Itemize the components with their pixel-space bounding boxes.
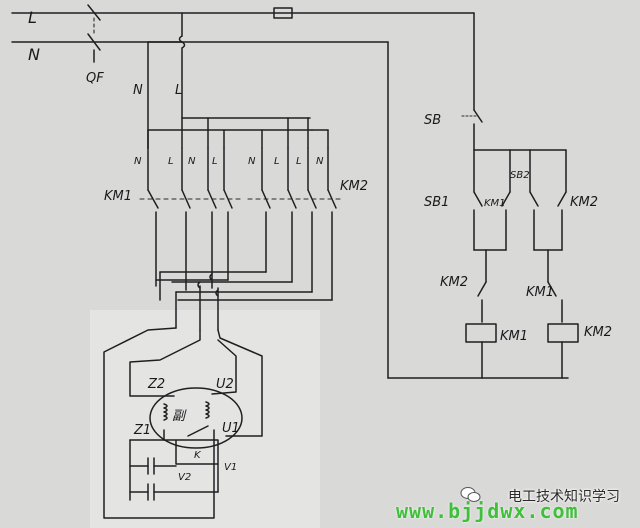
fuse-symbol: [273, 7, 293, 19]
watermark-site: www.bjjdwx.com: [396, 499, 579, 523]
label-coil-km2: KM2: [584, 325, 612, 340]
switch-label: L: [296, 156, 302, 167]
label-breaker: QF: [86, 71, 104, 86]
diagram-labels: L N QF N L N L N L N L L N KM1 KM2 SB SB…: [28, 8, 612, 483]
label-km1-aux: KM1: [484, 198, 506, 209]
label-sb1: SB1: [424, 195, 449, 210]
label-km2-main: KM2: [340, 179, 368, 194]
label-km2-aux: KM2: [570, 195, 598, 210]
label-u2: U2: [216, 377, 234, 392]
switch-label: N: [188, 156, 196, 167]
coil-km2-symbol: [547, 323, 579, 343]
label-km2-interlock: KM2: [440, 275, 468, 290]
label-u1: U1: [222, 421, 240, 436]
control-circuit: [461, 109, 579, 379]
label-sb-stop: SB: [424, 113, 441, 128]
label-z1: Z1: [133, 423, 151, 438]
auxiliary-winding-coil: [163, 403, 168, 421]
switch-label: N: [316, 156, 324, 167]
label-n-branch: N: [133, 83, 143, 98]
wechat-icon: [460, 486, 482, 504]
label-auxiliary-winding: 副: [172, 409, 187, 424]
label-n-main: N: [28, 45, 40, 64]
label-v2: V2: [178, 472, 191, 483]
switch-k-box: [175, 439, 219, 465]
label-z2: Z2: [147, 377, 165, 392]
switch-label: L: [168, 156, 174, 167]
switch-label: L: [212, 156, 218, 167]
km-main-contacts: [139, 147, 341, 331]
main-winding-coil: [205, 401, 210, 419]
label-sb2: SB2: [510, 170, 530, 181]
label-v1: V1: [224, 462, 237, 473]
watermark-channel: 电工技术知识学习: [508, 489, 620, 505]
motor-rotor-circle: [149, 387, 243, 449]
coil-km1-symbol: [465, 323, 497, 343]
label-coil-km1: KM1: [500, 329, 528, 344]
switch-label: L: [274, 156, 280, 167]
label-l-main: L: [28, 8, 37, 27]
main-supply-lines: [11, 4, 569, 379]
label-k: K: [194, 450, 202, 461]
label-l-branch: L: [175, 83, 182, 98]
distribution-bus: [147, 117, 329, 149]
label-km1-main: KM1: [104, 189, 132, 204]
switch-label: N: [134, 156, 142, 167]
motor-windings: [103, 327, 263, 519]
switch-label: N: [248, 156, 256, 167]
label-km1-interlock: KM1: [526, 285, 554, 300]
